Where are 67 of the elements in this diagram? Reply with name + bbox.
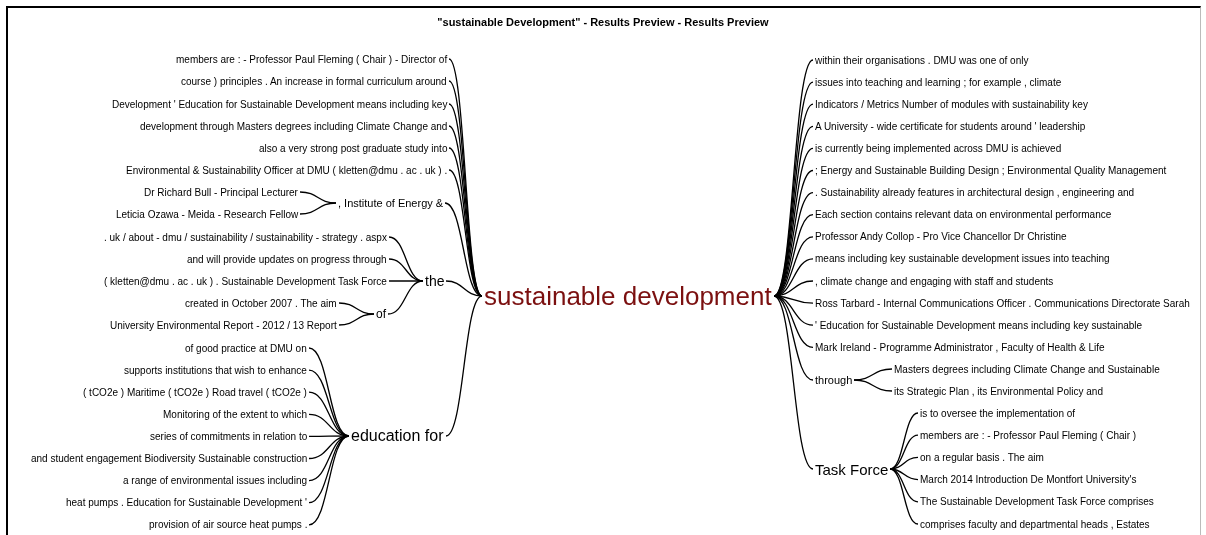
connector-line: [889, 468, 919, 525]
phrase-text: a range of environmental issues including: [123, 474, 307, 488]
phrase-text: means including key sustainable development issues into teaching: [815, 252, 1110, 266]
connector-line: [853, 368, 893, 381]
phrase-text: A University - wide certificate for students around ' leadership: [815, 119, 1086, 133]
phrase-text: Ross Tarbard - Internal Communications Officer . Communications Directorate Sarah: [815, 296, 1190, 310]
phrase-text: ( tCO2e ) Maritime ( tCO2e ) Road travel ( tCO2e ): [83, 385, 307, 399]
connector-line: [388, 280, 424, 282]
title: "sustainable Development" - Results Preview - Results Preview: [436, 16, 770, 28]
phrase-text: Mark Ireland - Programme Administrator , Faculty of Health & Life: [815, 340, 1105, 354]
phrase-text: Dr Richard Bull - Principal Lecturer: [144, 185, 298, 199]
phrase-text: The Sustainable Development Task Force comprises: [920, 495, 1154, 509]
connector-line: [853, 379, 893, 392]
phrase-text: members are : - Professor Paul Fleming ( Chair ) - Director of: [176, 52, 448, 66]
connector-line: [338, 302, 375, 315]
phrase-text: course ) principles . An increase in formal curriculum around: [181, 74, 447, 88]
connector-line: [299, 191, 337, 204]
phrase-text: within their organisations . DMU was one of only: [815, 53, 1029, 67]
phrase-text: Leticia Ozawa - Meida - Research Fellow: [116, 207, 299, 221]
connector-line: [889, 412, 919, 470]
phrase-text: provision of air source heat pumps .: [149, 518, 308, 532]
connector-line: [445, 280, 483, 297]
phrase-text: Masters degrees including Climate Change and Sustainable: [894, 362, 1160, 376]
connector-line: [338, 313, 375, 326]
phrase-text: heat pumps . Education for Sustainable Development ': [66, 496, 307, 510]
phrase-text: Task Force: [815, 459, 889, 479]
phrase-text: is to oversee the implementation of: [920, 406, 1076, 420]
phrase-text: ; Energy and Sustainable Building Design ; Environmental Quality Management: [815, 164, 1167, 177]
phrase-text: members are : - Professor Paul Fleming ( Chair ): [920, 428, 1137, 442]
phrase-text: is currently being implemented across DMU is achieved: [815, 141, 1062, 155]
phrase-text: education for: [351, 426, 444, 446]
phrase-text: supports institutions that wish to enhance: [124, 363, 307, 377]
phrase-text: on a regular basis . The aim: [920, 450, 1044, 464]
phrase-text: series of commitments in relation to: [150, 429, 308, 443]
phrase-text: development through Masters degrees including Climate Change and: [140, 119, 448, 133]
phrase-text: also a very strong post graduate study into: [259, 141, 448, 155]
connector-line: [308, 435, 350, 526]
phrase-text: Environmental & Sustainability Officer at DMU ( kletten@dmu . ac . uk ) .: [126, 163, 448, 177]
phrase-text: , climate change and engaging with staff and students: [815, 274, 1054, 288]
phrase-text: Indicators / Metrics Number of modules with sustainability key: [815, 97, 1088, 111]
phrase-text: its Strategic Plan , its Environmental Policy and: [894, 384, 1103, 398]
connector-line: [773, 295, 814, 470]
phrase-text: , Institute of Energy &: [338, 196, 444, 210]
phrase-text: issues into teaching and learning ; for example , climate: [815, 75, 1062, 89]
connector-line: [445, 295, 483, 437]
phrase-text: of: [376, 306, 386, 322]
phrase-text: through: [815, 373, 853, 387]
phrase-text: and will provide updates on progress through: [187, 252, 387, 266]
phrase-text: March 2014 Introduction De Montfort University's: [920, 473, 1137, 487]
phrase-text: University Environmental Report - 2012 / 13 Report: [110, 318, 337, 332]
phrase-text: . Sustainability already features in architectural design , engineering and: [815, 186, 1135, 200]
phrase-text: ( kletten@dmu . ac . uk ) . Sustainable Development Task Force: [104, 274, 387, 288]
phrase-text: created in October 2007 . The aim: [185, 296, 337, 310]
phrase-text: comprises faculty and departmental heads , Estates: [920, 517, 1150, 531]
phrase-text: of good practice at DMU on: [185, 341, 307, 355]
phrase-text: Monitoring of the extent to which: [163, 407, 307, 421]
phrase-text: Each section contains relevant data on environmental performance: [815, 208, 1112, 222]
connector-line: [299, 202, 337, 215]
phrase-text: . uk / about - dmu / sustainability / sustainability - strategy . aspx: [104, 230, 387, 244]
connector-line: [308, 435, 350, 438]
phrase-text: and student engagement Biodiversity Sustainable construction: [31, 452, 308, 465]
phrase-text: Professor Andy Collop - Pro Vice Chancellor Dr Christine: [815, 230, 1067, 244]
root-word: sustainable development: [484, 279, 772, 313]
phrase-text: Development ' Education for Sustainable Development means including key: [112, 97, 448, 111]
phrase-text: the: [425, 272, 445, 290]
connector-line: [387, 280, 424, 315]
phrase-text: ' Education for Sustainable Development means including key sustainable: [815, 318, 1143, 332]
